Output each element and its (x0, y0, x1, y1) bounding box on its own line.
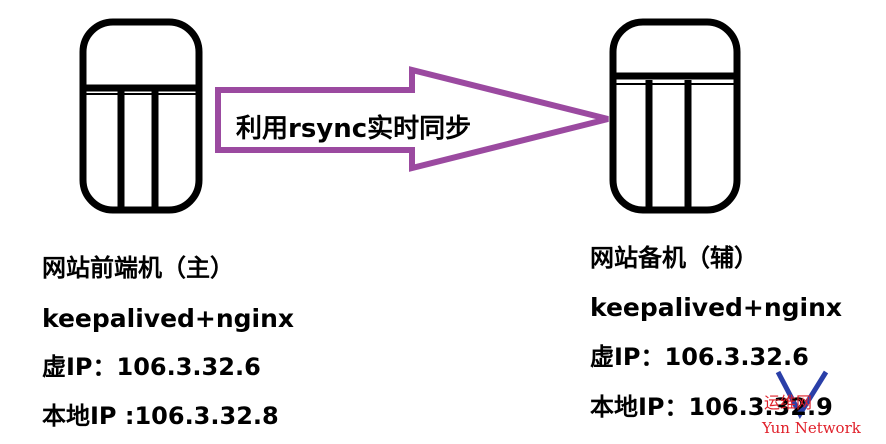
watermark-text-en: Yun Network (762, 419, 861, 437)
arrow-label: 利用rsync实时同步 (236, 114, 472, 144)
backup-server-icon (609, 18, 741, 214)
sync-arrow (215, 66, 609, 172)
primary-software: keepalived+nginx (42, 304, 295, 333)
primary-title: 网站前端机（主） (42, 254, 234, 282)
backup-title: 网站备机（辅） (590, 244, 758, 272)
backup-local-ip: 本地IP：106.3.32.9 (590, 393, 833, 421)
watermark-logo (775, 370, 829, 420)
primary-server-icon (79, 18, 203, 214)
watermark-text-cn: 运维网 (764, 393, 813, 412)
backup-software: keepalived+nginx (590, 293, 843, 322)
primary-local-ip: 本地IP :106.3.32.8 (42, 402, 279, 430)
backup-vip: 虚IP：106.3.32.6 (590, 343, 809, 371)
primary-vip: 虚IP：106.3.32.6 (42, 353, 261, 381)
